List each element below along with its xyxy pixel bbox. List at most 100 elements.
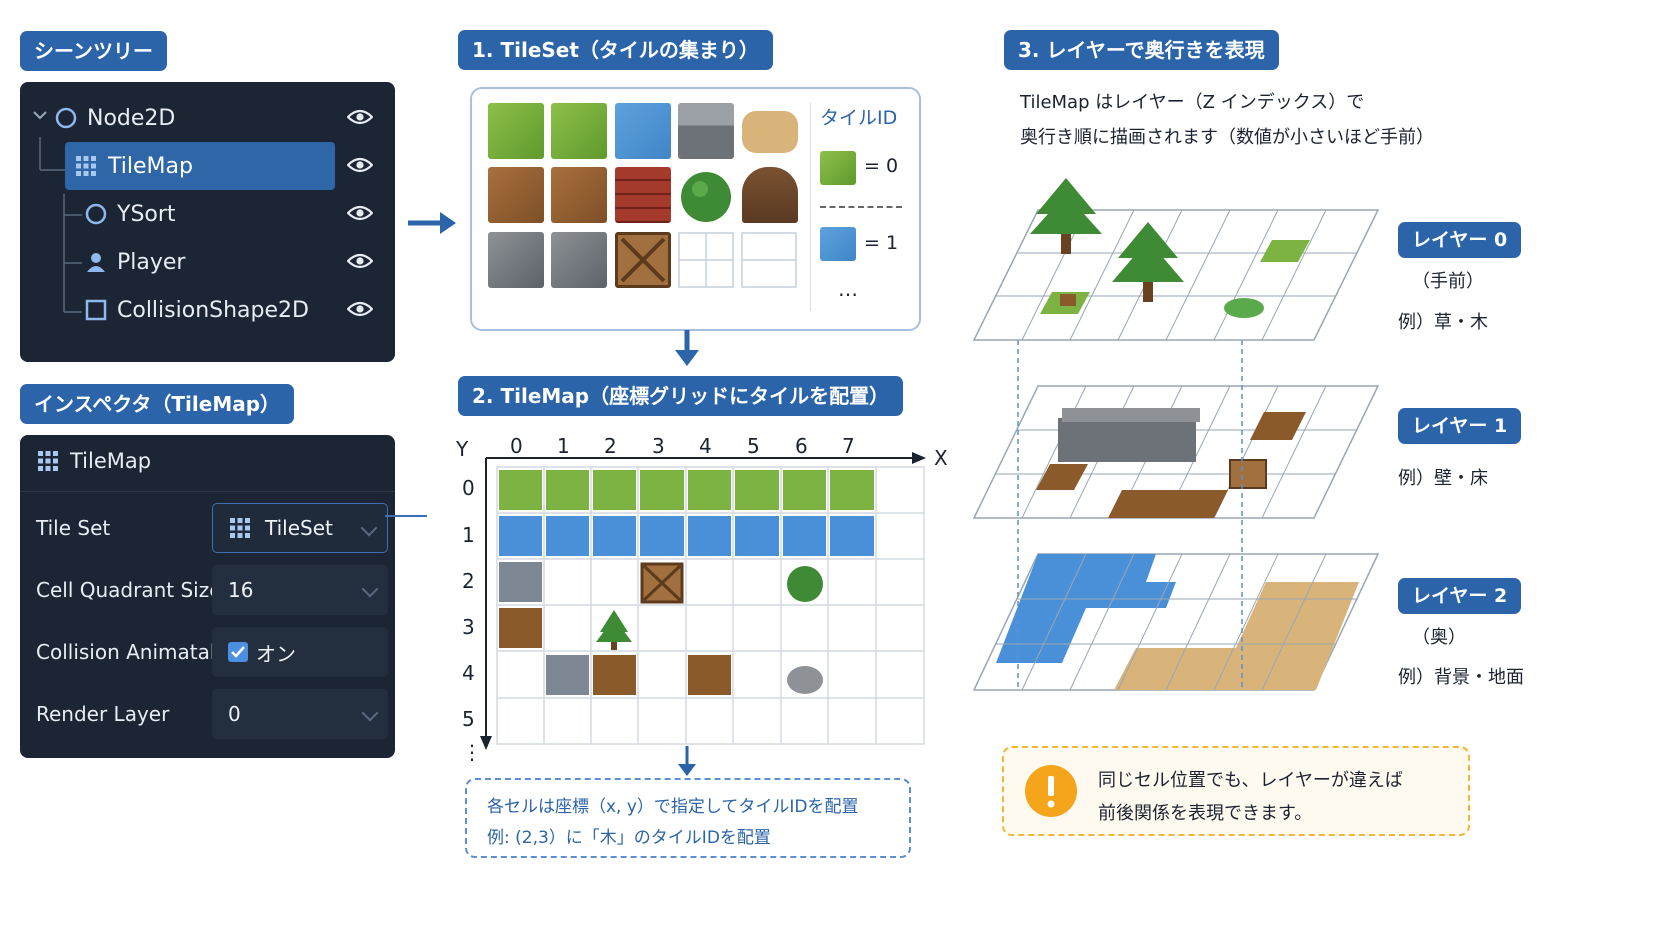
layers-title: 3. レイヤーで奥行きを表現 bbox=[1004, 30, 1279, 70]
tile-stone-ledge bbox=[678, 103, 734, 159]
inspector-header: TileMap bbox=[36, 449, 151, 473]
warning-line-2: 前後関係を表現できます。 bbox=[1098, 803, 1313, 824]
tile-id-title: タイルID bbox=[820, 107, 898, 129]
chevron-down-icon bbox=[361, 580, 379, 598]
col-label: 2 bbox=[604, 434, 617, 458]
row-label: 3 bbox=[462, 615, 475, 639]
field-value: オン bbox=[256, 641, 296, 666]
col-label: 5 bbox=[747, 434, 760, 458]
person-icon bbox=[87, 253, 105, 272]
tile-id-1-label: = 1 bbox=[864, 232, 899, 254]
inspector-label-tileset: Tile Set bbox=[36, 516, 111, 540]
tile-stone-wall bbox=[551, 232, 607, 288]
eye-icon[interactable] bbox=[347, 156, 373, 174]
layer-2-badge: レイヤー 2 bbox=[1398, 578, 1522, 614]
tilemap-grid bbox=[496, 466, 925, 745]
tile-rock bbox=[488, 232, 544, 288]
tilemap-note-box: 各セルは座標（x, y）で指定してタイルIDを配置 例: (2,3）に「木」のタ… bbox=[465, 778, 911, 858]
row-label: 0 bbox=[462, 476, 475, 500]
layer-1-badge: レイヤー 1 bbox=[1398, 408, 1522, 444]
arrow-down-icon bbox=[675, 330, 699, 366]
tree-selection-highlight bbox=[65, 142, 335, 190]
tilemap-title: 2. TileMap（座標グリッドにタイルを配置） bbox=[458, 376, 904, 416]
layer-2-plane bbox=[972, 553, 1380, 691]
inspector-label-render-layer: Render Layer bbox=[36, 702, 170, 726]
render-layer-field[interactable]: 0 bbox=[212, 689, 388, 739]
col-label: 0 bbox=[510, 434, 523, 458]
tree-node-player[interactable]: Player bbox=[84, 239, 185, 285]
tile-dirt bbox=[551, 167, 607, 223]
layer-1-example: 例）壁・床 bbox=[1398, 468, 1488, 489]
grid-icon bbox=[230, 518, 250, 538]
empty-tiles bbox=[678, 232, 797, 288]
divider bbox=[820, 206, 902, 208]
tileset-select-value: TileSet bbox=[265, 516, 333, 540]
tile-grass bbox=[551, 103, 607, 159]
tree-node-node2d[interactable]: Node2D bbox=[54, 95, 175, 141]
circle-node-icon bbox=[85, 203, 107, 225]
tileset-select[interactable]: TileSet bbox=[212, 503, 388, 553]
chevron-down-icon bbox=[360, 519, 378, 537]
tile-sand bbox=[742, 111, 798, 153]
tile-bush bbox=[678, 167, 734, 223]
grid-icon bbox=[76, 156, 96, 176]
layer-0-example: 例）草・木 bbox=[1398, 312, 1488, 333]
square-shape-icon bbox=[85, 299, 107, 321]
warning-line-1: 同じセル位置でも、レイヤーが違えば bbox=[1098, 770, 1403, 791]
collision-animatable-checkbox[interactable]: オン bbox=[212, 627, 388, 677]
tree-node-label: CollisionShape2D bbox=[117, 297, 309, 323]
tree-node-collisionshape2d[interactable]: CollisionShape2D bbox=[84, 287, 309, 333]
chevron-down-icon bbox=[33, 111, 47, 120]
eye-icon[interactable] bbox=[347, 252, 373, 270]
y-axis-label: Y bbox=[456, 437, 469, 461]
tile-id-0-label: = 0 bbox=[864, 155, 899, 177]
tree-node-label: TileMap bbox=[108, 153, 193, 179]
layer-1-plane bbox=[972, 385, 1380, 519]
circle-node-icon bbox=[55, 107, 77, 129]
row-label: 2 bbox=[462, 569, 475, 593]
tile-water bbox=[615, 103, 671, 159]
row-label: 1 bbox=[462, 523, 475, 547]
connector-line bbox=[385, 515, 427, 517]
tile-id-0-swatch bbox=[820, 151, 856, 185]
layer-0-sub: （手前） bbox=[1412, 271, 1484, 292]
layer-0-plane bbox=[972, 178, 1380, 341]
tile-dirt bbox=[488, 167, 544, 223]
inspector-panel: TileMap Tile Set TileSet Cell Quadrant S… bbox=[20, 435, 395, 758]
eye-icon[interactable] bbox=[347, 300, 373, 318]
inspector-header-label: TileMap bbox=[70, 449, 152, 473]
more-ellipsis: … bbox=[838, 277, 858, 301]
field-value: 0 bbox=[228, 702, 241, 726]
col-label: 7 bbox=[842, 434, 855, 458]
scene-tree-panel: Node2D TileMap YSort Player CollisionSha… bbox=[20, 82, 395, 362]
layers-desc-line-1: TileMap はレイヤー（Z インデックス）で bbox=[1020, 92, 1365, 113]
row-label: 5 bbox=[462, 707, 475, 731]
cell-quadrant-size-field[interactable]: 16 bbox=[212, 565, 388, 615]
x-axis-label: X bbox=[934, 446, 948, 470]
arrow-right-icon bbox=[408, 212, 456, 234]
axes bbox=[480, 452, 926, 750]
eye-icon[interactable] bbox=[347, 204, 373, 222]
tile-id-1-swatch bbox=[820, 227, 856, 261]
tile-grass bbox=[488, 103, 544, 159]
note-line-2: 例: (2,3）に「木」のタイルIDを配置 bbox=[487, 828, 771, 848]
layer-stack-illustration bbox=[972, 178, 1380, 691]
note-line-1: 各セルは座標（x, y）で指定してタイルIDを配置 bbox=[487, 797, 859, 817]
inspector-title: インスペクタ（TileMap） bbox=[20, 384, 295, 424]
inspector-label-collision: Collision Animatable bbox=[36, 640, 241, 664]
tree-node-label: Player bbox=[117, 249, 186, 275]
tile-door bbox=[742, 167, 798, 223]
tree-node-tilemap[interactable]: TileMap bbox=[74, 143, 193, 189]
col-label: 3 bbox=[652, 434, 665, 458]
tile-crate bbox=[615, 232, 671, 288]
more-rows: ⋮ bbox=[462, 740, 482, 764]
tileset-panel: タイルID = 0 = 1 … bbox=[470, 87, 921, 331]
tree-node-label: YSort bbox=[117, 201, 176, 227]
exclamation-icon bbox=[1025, 765, 1077, 817]
layer-2-sub: （奥） bbox=[1412, 627, 1466, 648]
arrow-down-icon bbox=[678, 746, 696, 776]
col-label: 4 bbox=[699, 434, 712, 458]
tile-brick bbox=[615, 167, 671, 223]
tree-node-ysort[interactable]: YSort bbox=[84, 191, 176, 237]
eye-icon[interactable] bbox=[347, 108, 373, 126]
